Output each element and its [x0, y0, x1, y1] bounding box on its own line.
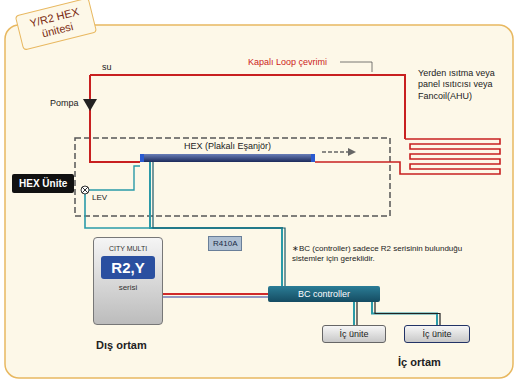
loop-label: Kapalı Loop çevrimi — [248, 57, 327, 68]
panel — [5, 25, 513, 378]
heating-coil — [315, 139, 500, 174]
lev-symbol — [81, 186, 89, 194]
pipe-pair — [163, 296, 268, 297]
indoor-unit: İç ünite — [404, 325, 470, 343]
node-text: İç ünite — [405, 329, 469, 339]
pipe-pair — [153, 162, 285, 286]
node-text: CITY MULTI — [98, 245, 158, 252]
unit-label-box: HEX Ünite — [12, 174, 74, 193]
pipe-connector — [150, 162, 282, 286]
outdoor-unit: CITY MULTI R2,Y serisi — [93, 237, 163, 325]
water-label: su — [102, 62, 112, 73]
node-text: R410A — [213, 239, 237, 248]
refrigerant-pipe — [85, 194, 150, 228]
pump-symbol — [83, 99, 97, 111]
node-text: İç ünite — [323, 329, 385, 339]
refrigerant-pipe — [89, 166, 140, 190]
pump-label: Pompa — [50, 98, 79, 109]
refrigerant-box: R410A — [208, 236, 242, 251]
zone-label: Dış ortam — [96, 339, 147, 352]
plate-bar — [140, 154, 315, 162]
flow-arrow-head — [348, 148, 356, 156]
hex-unit-enclosure — [75, 138, 390, 216]
plate-heat-exchanger: HEX (Plakalı Eşanjör) — [140, 141, 315, 162]
pipe-connector — [353, 302, 355, 325]
zone-label: İç ortam — [398, 356, 441, 369]
node-text: HEX (Plakalı Eşanjör) — [140, 141, 315, 151]
pipe-connector — [163, 293, 268, 295]
node-text: serisi — [98, 283, 158, 292]
pipe-pair — [356, 302, 357, 325]
water-loop — [90, 75, 140, 162]
emitter-label: Yerden ısıtma veya panel ısıtıcısı veya … — [418, 68, 510, 102]
bc-controller: BC controller — [268, 286, 380, 302]
node-text: R2,Y — [101, 256, 155, 279]
lev-label: LEV — [92, 193, 107, 203]
note: ∗BC (controller) sadece R2 serisinin bul… — [292, 244, 484, 263]
lev-symbol — [82, 187, 88, 193]
node-text: HEX Ünite — [19, 178, 67, 189]
node-text: BC controller — [268, 289, 380, 299]
pipe-pair — [375, 302, 440, 325]
leader-line — [340, 62, 372, 72]
flow-arrow — [322, 151, 348, 152]
water-loop — [90, 75, 405, 139]
indoor-unit: İç ünite — [322, 325, 386, 343]
